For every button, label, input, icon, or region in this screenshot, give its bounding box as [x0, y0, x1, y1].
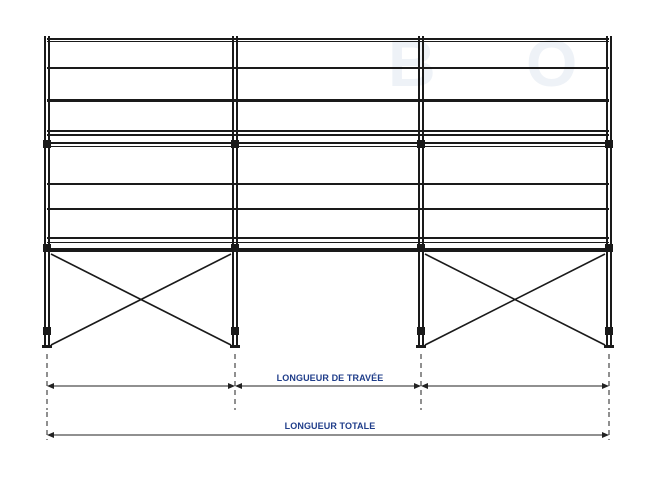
- total-dimension-line-arrow-end: [602, 432, 609, 438]
- rail-11: [47, 237, 609, 239]
- rail-2: [47, 41, 609, 42]
- coupler-3-3: [417, 327, 425, 335]
- post-3-outer: [418, 36, 420, 347]
- rail-12: [47, 242, 609, 243]
- rail-6: [47, 134, 609, 136]
- post-4-outer: [606, 36, 608, 347]
- total-dimension-line-arrow-start: [47, 432, 54, 438]
- post-1-inner: [48, 36, 50, 347]
- rail-5: [47, 130, 609, 132]
- coupler-1-3: [43, 327, 51, 335]
- rail-4: [47, 99, 609, 102]
- rail-7: [47, 142, 609, 144]
- coupler-2-3: [231, 327, 239, 335]
- coupler-4-2: [605, 244, 613, 252]
- rail-10: [47, 208, 609, 210]
- rail-13: [47, 248, 609, 252]
- post-3-inner: [422, 36, 424, 347]
- post-2-inner: [236, 36, 238, 347]
- coupler-1-1: [43, 140, 51, 148]
- rail-3: [47, 67, 609, 69]
- guardrails: [47, 38, 609, 252]
- base-plate-2: [230, 345, 240, 348]
- coupler-4-3: [605, 327, 613, 335]
- bay-dimension-line-2-arrow-end: [414, 383, 421, 389]
- bay-length-label: LONGUEUR DE TRAVÉE: [276, 373, 384, 383]
- coupler-3-2: [417, 244, 425, 252]
- post-2-outer: [232, 36, 234, 347]
- dimension-lines: [46, 354, 610, 440]
- cross-brace-1b: [50, 253, 232, 346]
- coupler-2-1: [231, 140, 239, 148]
- cross-brace-2b: [424, 253, 606, 346]
- coupler-1-2: [43, 244, 51, 252]
- base-plate-4: [604, 345, 614, 348]
- vertical-posts: [42, 36, 614, 348]
- bay-dimension-line-3-arrow-end: [602, 383, 609, 389]
- post-1-outer: [44, 36, 46, 347]
- post-4-inner: [610, 36, 612, 347]
- bay-dimension-line-3-arrow-start: [421, 383, 428, 389]
- coupler-4-1: [605, 140, 613, 148]
- base-plate-1: [42, 345, 52, 348]
- rail-9: [47, 183, 609, 185]
- bay-dimension-line-2-arrow-start: [235, 383, 242, 389]
- cross-braces: [50, 253, 606, 346]
- bay-dimension-line-1-arrow-end: [228, 383, 235, 389]
- rail-1: [47, 38, 609, 40]
- coupler-3-1: [417, 140, 425, 148]
- total-length-label: LONGUEUR TOTALE: [284, 421, 376, 431]
- rail-8: [47, 146, 609, 147]
- coupler-2-2: [231, 244, 239, 252]
- bay-dimension-line-1-arrow-start: [47, 383, 54, 389]
- base-plate-3: [416, 345, 426, 348]
